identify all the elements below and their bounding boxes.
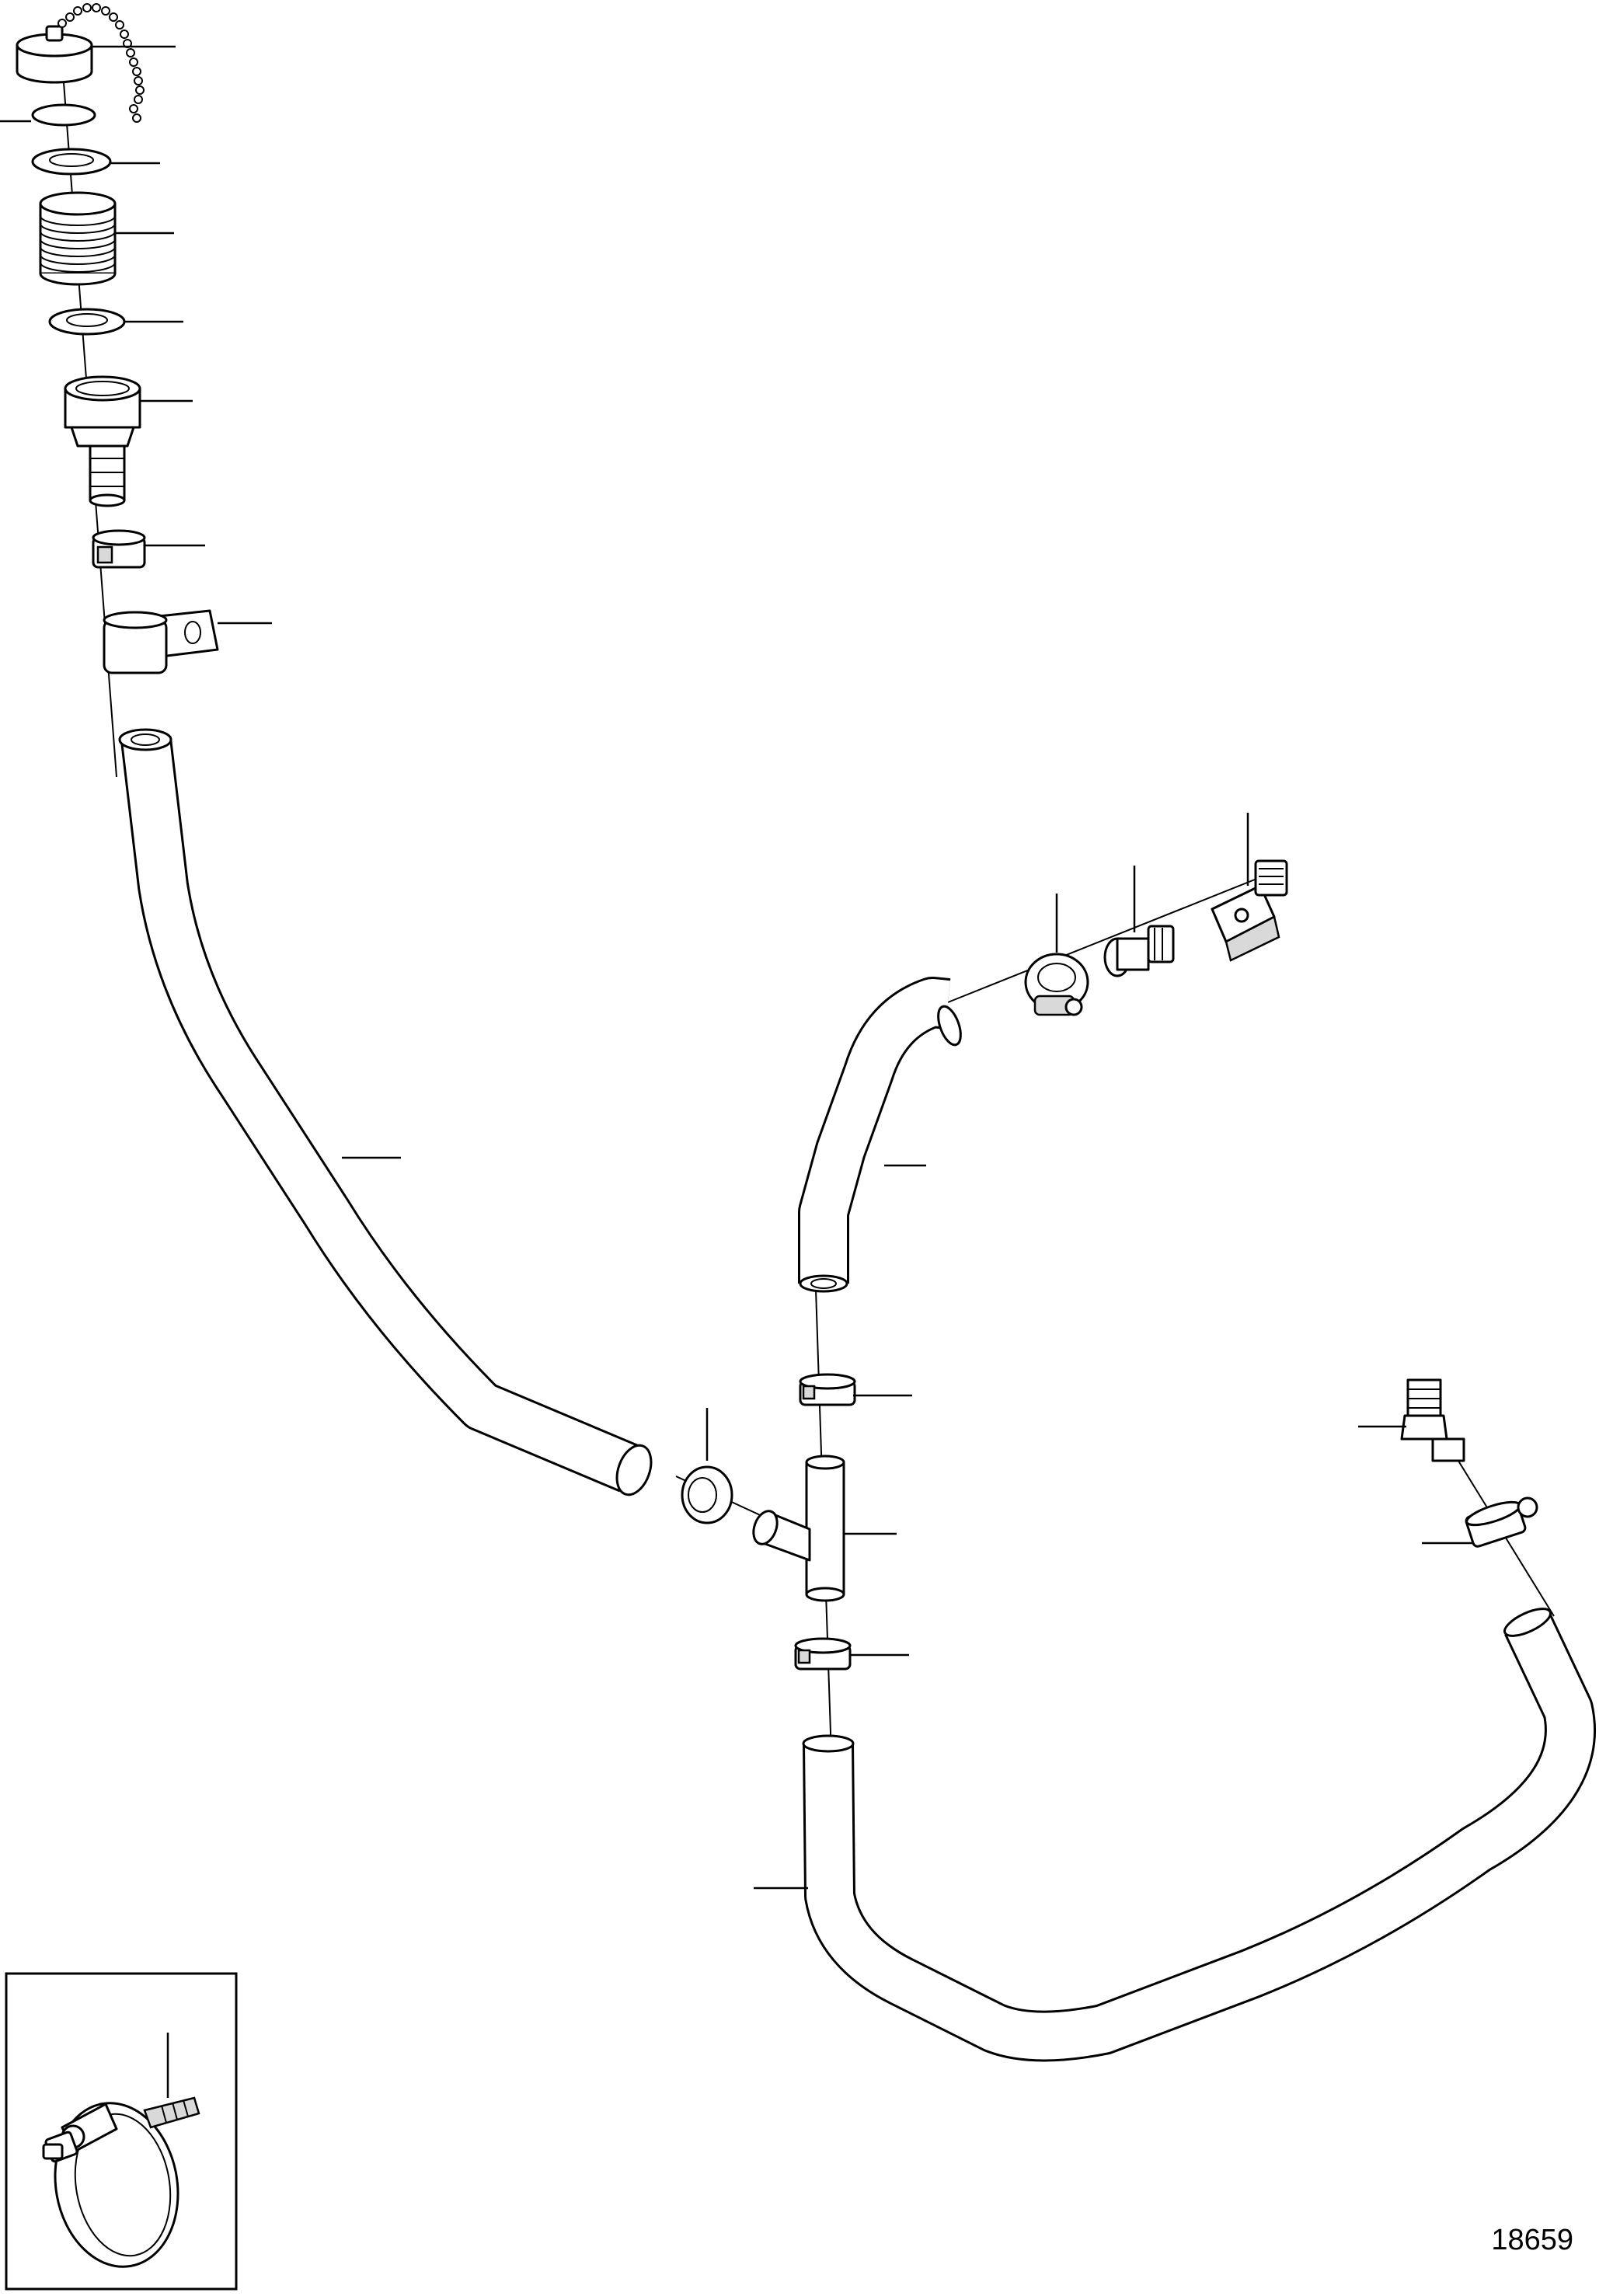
hose-long-diagonal xyxy=(118,728,653,1496)
hose-lower-u xyxy=(802,1608,1596,2062)
tee-connector xyxy=(752,1455,845,1602)
threaded-nipple-right xyxy=(1400,1378,1465,1462)
hose-clamp-tee-left xyxy=(681,1465,733,1524)
threaded-sleeve xyxy=(39,191,117,286)
p-clip-bracket xyxy=(103,609,219,674)
leader-lines xyxy=(0,45,1473,1890)
hose-clamp-right xyxy=(1465,1496,1538,1548)
o-ring xyxy=(31,103,96,127)
gasket-upper xyxy=(31,148,112,176)
gasket-lower xyxy=(48,308,126,336)
filler-cap xyxy=(16,25,93,84)
elbow-fitting xyxy=(1211,859,1288,962)
hose-clamp-tee-bottom xyxy=(794,1637,852,1671)
hose-upper-right xyxy=(798,977,962,1293)
figure-number: 18659 xyxy=(1491,2224,1573,2256)
hose-clamp-upper-right xyxy=(1024,953,1089,1016)
inset-box xyxy=(5,1972,238,2291)
filler-neck xyxy=(64,375,141,507)
hose-clamp-upper xyxy=(92,529,146,569)
worm-drive-clamp-icon xyxy=(42,2033,200,2268)
hose-barb-adapter xyxy=(1103,925,1175,977)
hose-clamp-tee-top xyxy=(799,1373,856,1406)
